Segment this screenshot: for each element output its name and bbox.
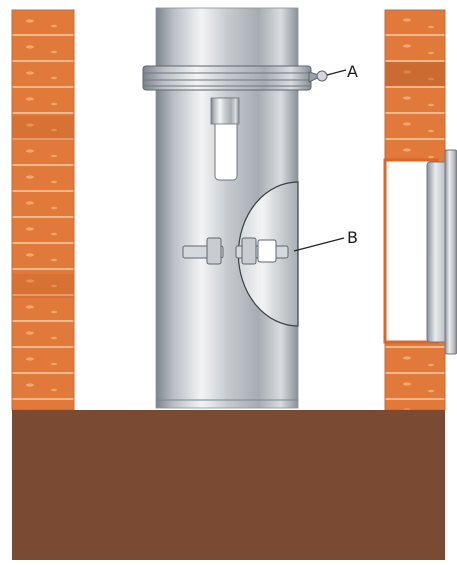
brick-wall-left-icon xyxy=(11,9,75,411)
inspection-door-icon xyxy=(182,181,299,327)
callout-b: B xyxy=(293,228,358,252)
callout-b-label: B xyxy=(347,228,358,247)
clamp-band-icon xyxy=(142,65,328,91)
floor-slab xyxy=(12,410,445,560)
callout-a: A xyxy=(326,62,358,81)
callout-a-label: A xyxy=(347,62,358,81)
wall-thimble-icon xyxy=(426,149,457,355)
